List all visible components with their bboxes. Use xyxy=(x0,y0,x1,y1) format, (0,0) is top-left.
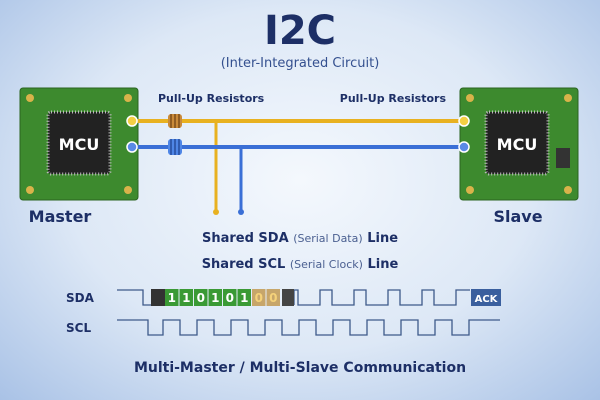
sda-line-caption: Shared SDA (Serial Data) Line xyxy=(202,231,398,246)
scl-wave-label: SCL xyxy=(66,321,91,335)
pullup-right-label: Pull-Up Resistors xyxy=(340,92,447,105)
bit-value: 0 xyxy=(269,291,277,305)
sda-waveform xyxy=(117,289,470,306)
ack-label: ACK xyxy=(475,294,499,305)
bit-cell xyxy=(252,289,266,306)
bit-cell xyxy=(223,289,237,306)
bit-cell xyxy=(165,289,179,306)
bit-cell xyxy=(194,289,208,306)
slave-label: Slave xyxy=(493,207,542,226)
footer-caption: Multi-Master / Multi-Slave Communication xyxy=(134,360,466,376)
slave-chip-label: MCU xyxy=(497,135,538,154)
pullup-left-label: Pull-Up Resistors xyxy=(158,92,265,105)
bit-value: 0 xyxy=(197,291,205,305)
scl-line-caption: Shared SCL (Serial Clock) Line xyxy=(202,257,399,272)
sda-wave-label: SDA xyxy=(66,291,95,305)
resistor-sda-icon xyxy=(168,114,182,128)
ack-badge xyxy=(471,289,501,306)
bit-value: 1 xyxy=(168,291,176,305)
scl-waveform xyxy=(117,319,500,336)
title: I2C xyxy=(264,8,336,54)
bit-value: 1 xyxy=(240,291,248,305)
master-board: MCU xyxy=(19,87,139,201)
bit-cell xyxy=(208,289,222,306)
bit-value: 0 xyxy=(226,291,234,305)
bit-cell xyxy=(179,289,193,306)
bit-cell xyxy=(237,289,251,306)
subtitle: (Inter-Integrated Circuit) xyxy=(221,56,380,71)
sda-bus xyxy=(126,115,470,215)
data-start-marker xyxy=(151,289,165,306)
master-label: Master xyxy=(29,207,92,226)
scl-bus xyxy=(126,141,470,215)
data-end-marker xyxy=(282,289,294,306)
bit-value: 0 xyxy=(255,291,263,305)
master-chip-label: MCU xyxy=(59,135,100,154)
bit-cell xyxy=(266,289,280,306)
slave-board: MCU xyxy=(459,87,579,201)
resistor-scl-icon xyxy=(168,139,182,155)
bit-value: 1 xyxy=(211,291,219,305)
bit-value: 1 xyxy=(182,291,190,305)
